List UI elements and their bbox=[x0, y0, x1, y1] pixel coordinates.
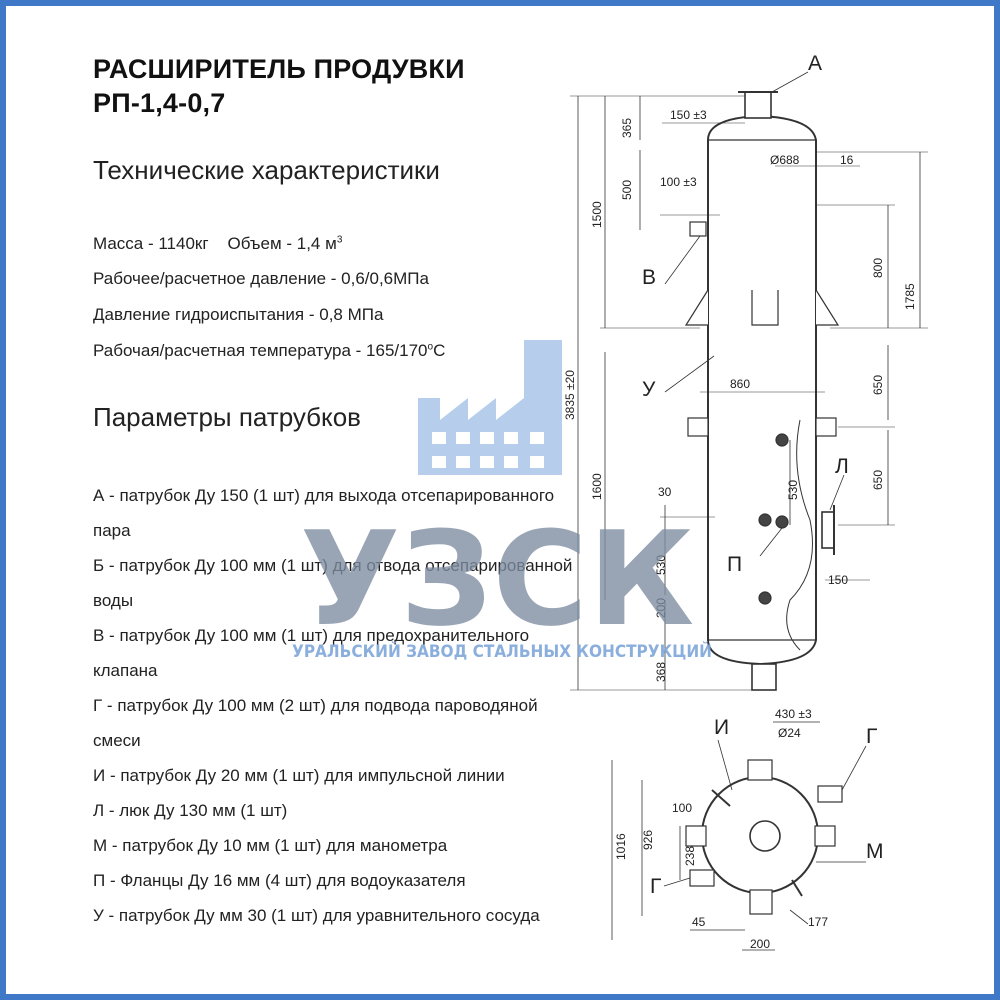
dim-688: Ø688 bbox=[770, 153, 800, 167]
spec-mass-volume: Масса - 1140кг Объем - 1,4 м3 bbox=[93, 234, 342, 254]
label-l: Л bbox=[835, 455, 849, 478]
nozzle-b-shape bbox=[751, 663, 777, 691]
support-right bbox=[815, 289, 840, 326]
spec-test-pressure: Давление гидроиспытания - 0,8 МПа bbox=[93, 305, 384, 324]
dim-926: 926 bbox=[641, 830, 655, 850]
plan-nozzle-g-bottom bbox=[689, 869, 715, 887]
dim-860: 860 bbox=[730, 377, 750, 391]
plan-nozzle-right bbox=[814, 825, 836, 847]
dim-150: 150 ±3 bbox=[670, 108, 707, 122]
nozzle-item-m: М - патрубок Ду 10 мм (1 шт) для маномет… bbox=[93, 836, 448, 855]
dim-3835: 3835 ±20 bbox=[563, 370, 577, 420]
product-title: РАСШИРИТЕЛЬ ПРОДУВКИ РП-1,4-0,7 bbox=[93, 52, 465, 120]
nozzle-item-v: В - патрубок Ду 100 мм (1 шт) для предох… bbox=[93, 626, 530, 680]
label-g2: Г bbox=[650, 875, 661, 898]
support-center bbox=[751, 290, 779, 326]
flange-p-4 bbox=[758, 591, 772, 605]
dim-1016: 1016 bbox=[614, 833, 628, 860]
nozzle-item-p: П - Фланцы Ду 16 мм (4 шт) для водоуказа… bbox=[93, 871, 466, 890]
label-g: Г bbox=[866, 725, 877, 748]
dim-30: 30 bbox=[658, 485, 672, 499]
nozzle-side-right bbox=[815, 417, 837, 437]
internal-line bbox=[786, 419, 813, 651]
nozzle-side-left bbox=[687, 417, 709, 437]
dim-100: 100 ±3 bbox=[660, 175, 697, 189]
dim-1600: 1600 bbox=[590, 473, 604, 500]
label-p: П bbox=[727, 553, 742, 576]
label-i: И bbox=[714, 716, 729, 739]
dim-1500: 1500 bbox=[590, 201, 604, 228]
plan-nozzle-top bbox=[747, 759, 773, 781]
label-u: У bbox=[642, 378, 656, 401]
product-title-line2: РП-1,4-0,7 bbox=[93, 88, 226, 118]
nozzle-item-g: Г - патрубок Ду 100 мм (2 шт) для подвод… bbox=[93, 696, 538, 750]
dim-200b: 200 bbox=[750, 937, 770, 951]
dim-530a: 530 bbox=[786, 480, 800, 500]
label-a: А bbox=[808, 52, 822, 75]
label-m: М bbox=[866, 840, 884, 863]
spec-volume: Объем - 1,4 м bbox=[227, 234, 337, 253]
spec-volume-sup: 3 bbox=[336, 234, 343, 246]
dim-650a: 650 bbox=[871, 375, 885, 395]
nozzle-v-shape bbox=[689, 221, 707, 237]
dim-800: 800 bbox=[871, 258, 885, 278]
dim-45: 45 bbox=[692, 915, 706, 929]
manhole-l bbox=[821, 511, 835, 549]
flange-p-2 bbox=[758, 513, 772, 527]
dim-530b: 530 bbox=[654, 555, 668, 575]
vessel-body bbox=[707, 114, 817, 666]
nozzle-item-i: И - патрубок Ду 20 мм (1 шт) для импульс… bbox=[93, 766, 505, 785]
nozzle-item-b: Б - патрубок Ду 100 мм (1 шт) для отвода… bbox=[93, 556, 573, 610]
dim-1785: 1785 bbox=[903, 283, 917, 310]
plan-nozzle-left bbox=[685, 825, 707, 847]
dim-238: 238 bbox=[683, 846, 697, 866]
spec-mass: Масса - 1140кг bbox=[93, 234, 209, 253]
support-left bbox=[684, 289, 709, 326]
dim-24: Ø24 bbox=[778, 726, 801, 740]
dim-368: 368 bbox=[654, 662, 668, 682]
dim-177: 177 bbox=[808, 915, 828, 929]
label-v: В bbox=[642, 266, 656, 289]
dim-365: 365 bbox=[620, 118, 634, 138]
spec-pressure: Рабочее/расчетное давление - 0,6/0,6МПа bbox=[93, 269, 429, 288]
nozzle-a-shape bbox=[744, 91, 772, 119]
dim-430: 430 ±3 bbox=[775, 707, 812, 721]
nozzle-item-u: У - патрубок Ду мм 30 (1 шт) для уравнит… bbox=[93, 906, 540, 925]
dim-200: 200 bbox=[654, 598, 668, 618]
plan-nozzle-g-top bbox=[817, 785, 843, 803]
specs-heading: Технические характеристики bbox=[93, 155, 440, 185]
dim-650b: 650 bbox=[871, 470, 885, 490]
dim-150b: 150 bbox=[828, 573, 848, 587]
flange-p-1 bbox=[775, 433, 789, 447]
spec-temperature-text: Рабочая/расчетная температура - 165/170 bbox=[93, 341, 428, 360]
plan-nozzle-bottom bbox=[749, 889, 773, 915]
flange-p-3 bbox=[775, 515, 789, 529]
nozzle-item-l: Л - люк Ду 130 мм (1 шт) bbox=[93, 801, 288, 820]
dim-500: 500 bbox=[620, 180, 634, 200]
nozzle-item-a: А - патрубок Ду 150 (1 шт) для выхода от… bbox=[93, 486, 555, 540]
plan-view-center-nozzle bbox=[749, 820, 781, 852]
product-title-line1: РАСШИРИТЕЛЬ ПРОДУВКИ bbox=[93, 54, 465, 84]
nozzles-heading: Параметры патрубков bbox=[93, 402, 361, 432]
dim-100b: 100 bbox=[672, 801, 692, 815]
nozzle-list: А - патрубок Ду 150 (1 шт) для выхода от… bbox=[93, 478, 573, 933]
dim-16: 16 bbox=[840, 153, 854, 167]
